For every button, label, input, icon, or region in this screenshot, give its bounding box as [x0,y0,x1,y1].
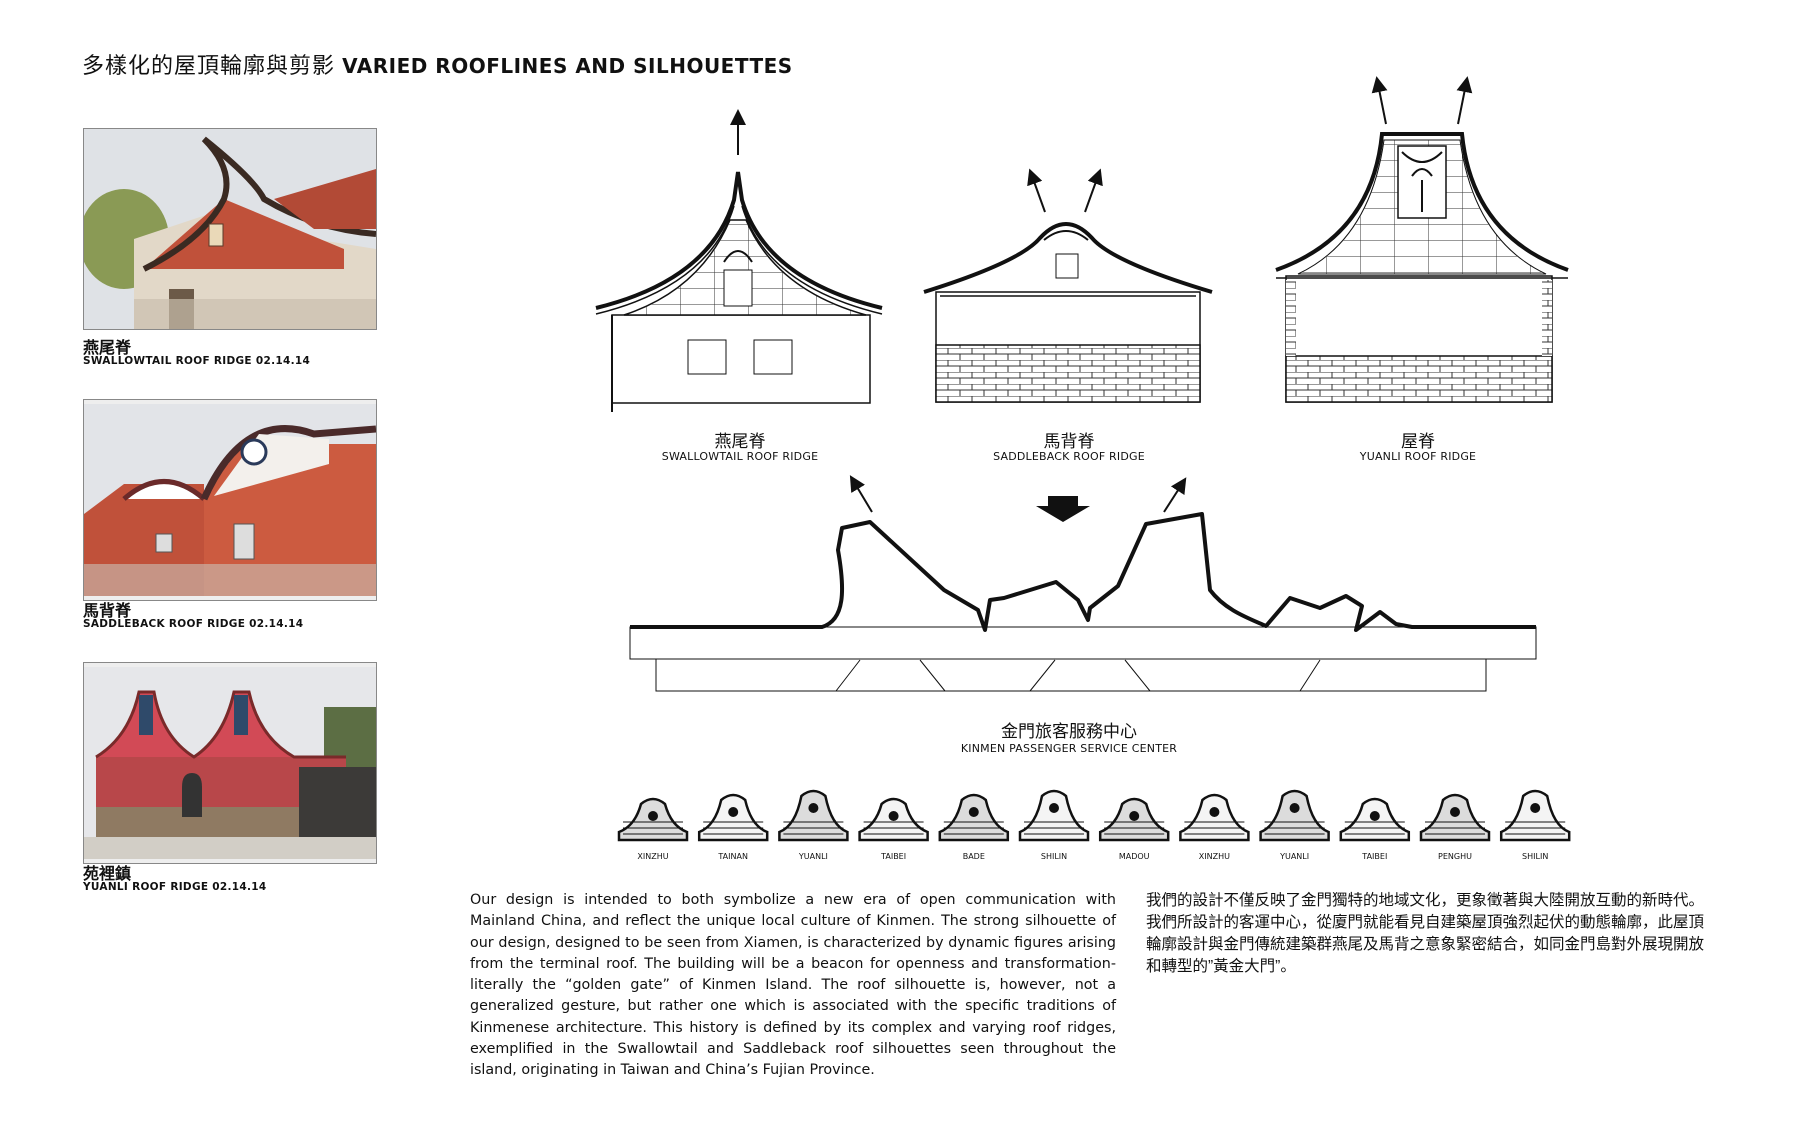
photo-saddleback [83,399,377,601]
caption-swallowtail-en: SWALLOWTAIL ROOF RIDGE 02.14.14 [83,355,311,367]
ridge-sample-label: TAIBEI [881,852,907,861]
ridge-sample-label: SHILIN [1522,852,1549,861]
caption-saddleback-zh: 馬背脊 [83,603,132,620]
caption-saddleback-en: SADDLEBACK ROOF RIDGE 02.14.14 [83,618,304,630]
ridge-sample-icon [858,797,929,842]
swallowtail-label-zh: 燕尾脊 [714,432,766,451]
ridge-sample-label: XINZHU [637,852,669,861]
ridge-sample-icon [697,793,769,842]
ridge-sample-label: PENGHU [1438,852,1472,861]
ridge-sample-label: TAIBEI [1362,852,1388,861]
ridge-sample-label: TAINAN [718,852,748,861]
title-en: VARIED ROOFLINES AND SILHOUETTES [342,54,793,78]
description-en: Our design is intended to both symbolize… [470,892,1116,1079]
ridge-sample-icon [938,793,1010,842]
yuanli-elevation [1275,76,1569,403]
ridge-sample-icon [1499,789,1571,842]
photo-yuanli [83,662,377,864]
ridge-sample-label: YUANLI [798,852,828,861]
terminal-silhouette [629,475,1537,692]
ridge-sample-icon [778,789,849,842]
saddleback-photo-image [84,404,376,596]
saddleback-label-zh: 馬背脊 [1043,432,1095,451]
ridge-sample-label: XINZHU [1198,852,1230,861]
saddleback-elevation [923,168,1213,403]
saddleback-label-en: SADDLEBACK ROOF RIDGE [993,450,1145,463]
ridge-sample-icon [1098,797,1170,842]
ridge-sample-label: BADE [962,852,985,861]
swallowtail-photo-image [84,129,376,329]
ridge-sample-label: SHILIN [1040,852,1068,861]
caption-yuanli-en: YUANLI ROOF RIDGE 02.14.14 [83,881,267,893]
ridge-sample-icon [1179,793,1250,842]
yuanli-label-en: YUANLI ROOF RIDGE [1359,450,1477,463]
ridge-sample-icon [1419,793,1491,842]
caption-swallowtail-zh: 燕尾脊 [83,340,132,357]
ridge-samples-row [617,789,1571,842]
ridge-sample-icon [1339,797,1411,842]
ridge-sample-label: MADOU [1118,852,1150,861]
description-zh: 我們的設計不僅反映了金門獨特的地域文化，更象徵著與大陸開放互動的新時代。我們所設… [1146,892,1705,975]
caption-yuanli-zh: 苑裡鎮 [83,866,132,883]
ridge-sample-icon [617,797,689,842]
swallowtail-label-en: SWALLOWTAIL ROOF RIDGE [661,450,819,463]
photo-swallowtail [83,128,377,330]
title-zh: 多樣化的屋頂輪廓與剪影 [82,53,336,78]
yuanli-photo-image [84,667,376,859]
ridge-sample-label: YUANLI [1280,852,1310,861]
ridge-sample-icon [1259,789,1330,842]
center-label-en: KINMEN PASSENGER SERVICE CENTER [960,742,1178,755]
swallowtail-elevation [595,109,883,412]
page-title: 多樣化的屋頂輪廓與剪影 VARIED ROOFLINES AND SILHOUE… [82,48,793,80]
center-label-zh: 金門旅客服務中心 [1001,722,1137,741]
yuanli-label-zh: 屋脊 [1401,432,1435,451]
ridge-sample-icon [1018,789,1090,842]
